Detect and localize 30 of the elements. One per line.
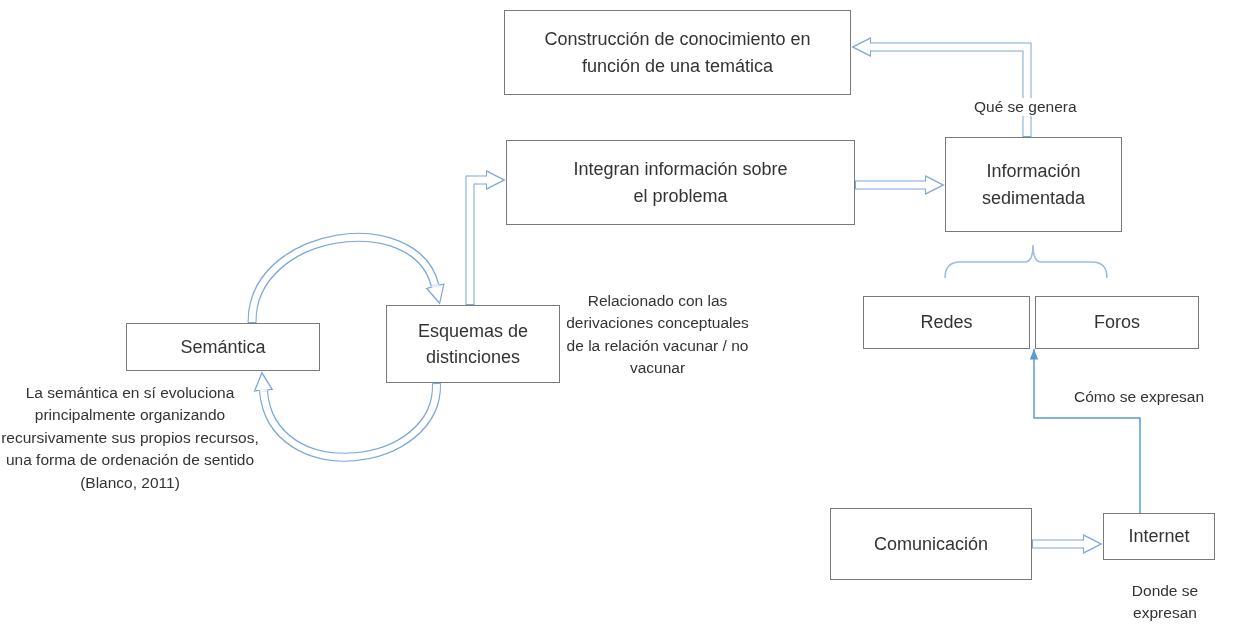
process-box	[945, 137, 1122, 232]
block-arrow	[247, 232, 445, 324]
edge-label: Cómo se expresan	[1072, 388, 1207, 406]
node-text: Internet	[1128, 525, 1190, 549]
node-text: Semántica	[180, 335, 266, 359]
note-text: Donde se expresan	[1130, 581, 1200, 624]
process-box	[830, 508, 1032, 580]
block-arrow	[851, 37, 1032, 137]
process-box	[1103, 513, 1215, 560]
node-text: Redes	[920, 311, 973, 335]
note-text: La semántica en sí evoluciona principalmente organizando recursivamente sus propios recursos, una forma de ordenación de sentido (Blanco, 2011)	[0, 383, 260, 493]
edge-label: Qué se genera	[972, 98, 1079, 116]
process-box	[863, 296, 1030, 349]
arrow	[1029, 348, 1141, 514]
process-box	[386, 305, 560, 383]
node-text: Construcción de conocimiento en función de una temática	[543, 28, 812, 78]
process-box	[504, 10, 851, 95]
note-text: Relacionado con las derivaciones conceptuales de la relación vacunar / no vacunar	[565, 291, 750, 379]
block-arrow	[465, 170, 506, 305]
node-text: Integran información sobre el problema	[572, 158, 789, 208]
block-arrow	[1032, 534, 1103, 554]
block-arrow	[253, 371, 441, 462]
process-box	[126, 323, 320, 371]
node-text: Foros	[1094, 311, 1140, 335]
node-text: Información sedimentada	[980, 160, 1087, 210]
process-box	[506, 140, 855, 225]
block-arrow	[855, 175, 945, 195]
node-text: Esquemas de distinciones	[416, 319, 530, 369]
process-box	[1035, 296, 1199, 349]
node-text: Comunicación	[873, 532, 989, 556]
